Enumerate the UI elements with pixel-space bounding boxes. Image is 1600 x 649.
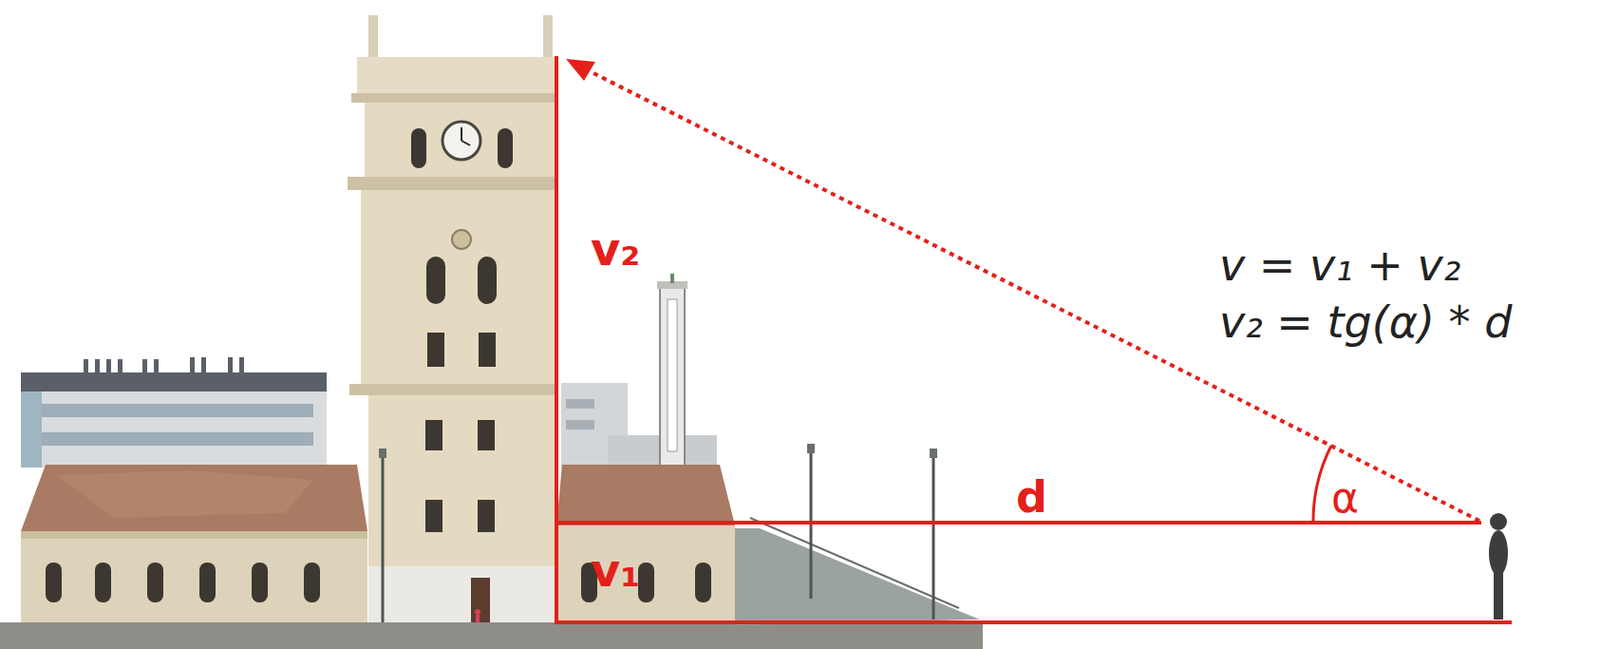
ground-line xyxy=(554,620,1512,624)
distance-line xyxy=(554,520,1482,525)
window-grid xyxy=(20,391,314,468)
chimney xyxy=(94,358,100,373)
pinnacle xyxy=(543,15,553,61)
clock xyxy=(442,121,481,160)
arrowhead xyxy=(565,58,596,81)
door xyxy=(470,577,490,622)
wing-roof xyxy=(556,464,735,526)
wing-wall xyxy=(20,530,368,622)
window xyxy=(477,499,495,532)
tower-base xyxy=(368,395,557,622)
window xyxy=(147,562,164,603)
tower-body xyxy=(360,189,557,386)
handrail xyxy=(750,517,960,608)
lamp-head xyxy=(378,448,387,458)
chimney-slot xyxy=(667,299,678,452)
height-label: v₂ xyxy=(590,225,640,272)
tower-plinth xyxy=(368,565,557,622)
tower-top xyxy=(357,56,557,95)
angle-arc xyxy=(1313,445,1332,523)
glass-stair xyxy=(20,391,42,468)
height-label: v₁ xyxy=(590,546,640,593)
roof-chimneys xyxy=(83,357,245,373)
window xyxy=(303,562,320,603)
tower-body xyxy=(364,102,557,179)
window xyxy=(477,256,497,304)
chimney-tower xyxy=(659,284,685,466)
modern-building xyxy=(20,372,327,468)
window xyxy=(199,562,216,603)
chimney xyxy=(239,357,245,373)
chimney xyxy=(227,357,233,373)
chimney xyxy=(201,357,207,373)
window xyxy=(251,562,268,603)
observer-head xyxy=(1489,512,1507,530)
sight-line xyxy=(589,71,1480,521)
distance-label: d xyxy=(1016,474,1048,519)
wing-roof xyxy=(20,464,368,531)
building-roof xyxy=(20,372,327,392)
pedestrian xyxy=(474,608,481,615)
chimney xyxy=(142,358,148,373)
roof-rust xyxy=(56,470,314,518)
wing-windows xyxy=(45,562,320,603)
clock-hand xyxy=(461,140,471,146)
wing-cornice xyxy=(20,530,368,539)
street-lamps xyxy=(382,449,934,622)
observer-body xyxy=(1488,529,1508,576)
window xyxy=(425,419,443,451)
window xyxy=(427,332,445,367)
ground xyxy=(0,621,983,649)
window xyxy=(497,128,513,169)
window xyxy=(565,398,595,409)
chimney xyxy=(117,358,123,373)
window xyxy=(638,562,655,603)
window xyxy=(478,332,496,367)
pedestrian xyxy=(475,614,480,622)
chimney-antenna xyxy=(670,273,675,283)
clock-hand xyxy=(460,127,463,141)
observer-legs xyxy=(1493,569,1504,620)
window xyxy=(477,419,495,451)
window xyxy=(45,562,62,603)
formula: v = v₁ + v₂ xyxy=(1219,243,1461,287)
tower-cornice xyxy=(347,176,557,190)
chimney xyxy=(153,358,159,373)
chimney xyxy=(83,358,89,373)
chimney xyxy=(189,357,195,373)
tower-cornice xyxy=(349,383,557,396)
window xyxy=(94,562,112,603)
lamp-head xyxy=(929,448,938,458)
window-row xyxy=(28,432,314,446)
pinnacle xyxy=(368,15,378,61)
window-row xyxy=(28,403,314,417)
tower-cornice xyxy=(351,93,557,103)
ramp xyxy=(734,527,980,625)
lamp-pole xyxy=(932,453,936,620)
lamp-head xyxy=(807,443,815,453)
window xyxy=(411,128,427,169)
formula: v₂ = tg(α) * d xyxy=(1219,300,1512,344)
window xyxy=(695,562,712,603)
window xyxy=(426,256,446,304)
window xyxy=(425,499,443,532)
angle-label: α xyxy=(1331,476,1359,519)
wing-wall xyxy=(556,525,735,622)
ornament xyxy=(451,229,471,249)
lamp-pole xyxy=(381,453,385,622)
window xyxy=(565,419,595,430)
height-line xyxy=(554,56,559,624)
chimney xyxy=(106,358,112,373)
